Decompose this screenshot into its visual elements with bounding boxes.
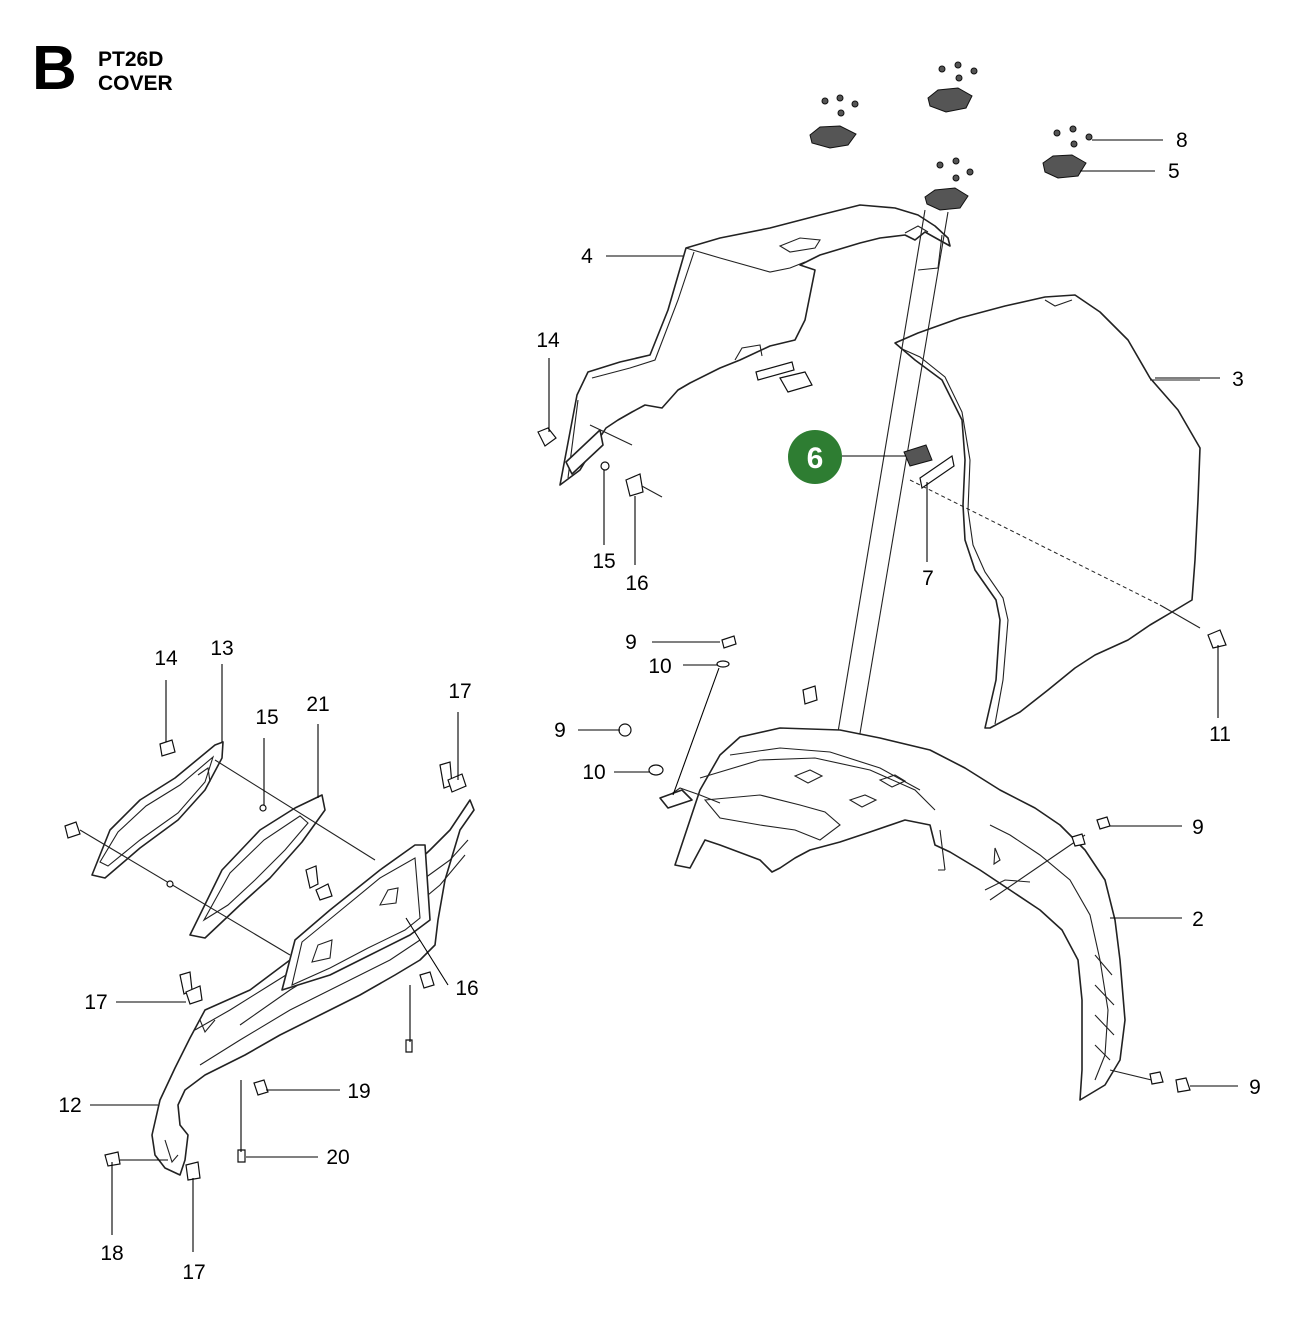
- callout-5: 5: [1168, 160, 1180, 183]
- callout-12: 12: [58, 1094, 81, 1117]
- callout-10-a: 10: [648, 655, 671, 678]
- callout-14-upper: 14: [536, 329, 560, 352]
- part-21-gasket: [189, 794, 326, 939]
- part-12-lower-side-panel: [151, 799, 475, 1176]
- highlight-circle: [788, 430, 842, 484]
- header-section-letter: B: [32, 34, 77, 103]
- callout-10-b: 10: [582, 761, 605, 784]
- hardware-small-parts: [64, 361, 1227, 1181]
- callout-9-d: 9: [1249, 1076, 1261, 1099]
- part-4-upper-cover: [559, 204, 951, 486]
- callout-8: 8: [1176, 129, 1188, 152]
- hardware-hinges: [809, 87, 1087, 211]
- part-13-panel: [91, 741, 224, 879]
- callout-9-b: 9: [554, 719, 566, 742]
- callout-2: 2: [1192, 908, 1204, 931]
- callout-15-upper: 15: [592, 550, 615, 573]
- assembly-lines: [79, 424, 1201, 1083]
- callout-16-lower: 16: [455, 977, 478, 1000]
- model-name: PT26D: [98, 48, 164, 71]
- callout-9-a: 9: [625, 631, 637, 654]
- leader-lines: [90, 139, 1238, 1252]
- callout-15-lower: 15: [255, 706, 278, 729]
- header-model-block: PT26D COVER: [98, 48, 173, 95]
- callout-16-upper: 16: [625, 572, 648, 595]
- callout-21: 21: [306, 693, 329, 716]
- highlight-callout-6[interactable]: 6: [788, 430, 842, 484]
- assembly-name: COVER: [98, 71, 173, 95]
- callout-20: 20: [326, 1146, 349, 1169]
- part-3-side-panel: [894, 294, 1201, 729]
- callout-3: 3: [1232, 368, 1244, 391]
- callout-4: 4: [581, 245, 593, 268]
- hardware-screws: [821, 61, 1093, 182]
- callout-19: 19: [347, 1080, 370, 1103]
- callout-18: 18: [100, 1242, 123, 1265]
- callout-13: 13: [210, 637, 233, 660]
- callout-17-top: 17: [448, 680, 471, 703]
- highlight-label: 6: [807, 442, 824, 475]
- callout-14-lower: 14: [154, 647, 178, 670]
- callout-17-left: 17: [84, 991, 107, 1014]
- callout-17-bottom: 17: [182, 1261, 205, 1284]
- callout-labels: 8 5 4 3 14 15 16 7 9 10 9 10 11 9 2 9 14…: [58, 129, 1261, 1284]
- callout-11: 11: [1209, 723, 1231, 746]
- callout-7: 7: [922, 567, 934, 590]
- callout-9-c: 9: [1192, 816, 1204, 839]
- part-2-rear-fender: [659, 727, 1126, 1101]
